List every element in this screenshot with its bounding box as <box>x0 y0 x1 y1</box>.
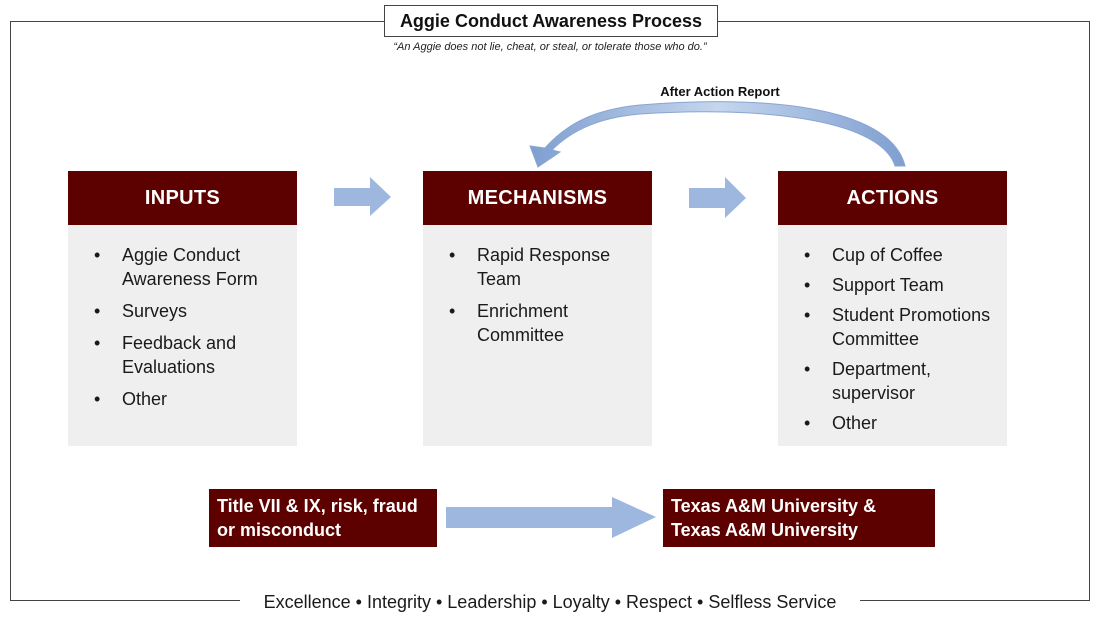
actions-list: Cup of Coffee Support Team Student Promo… <box>798 243 995 435</box>
escalation-source-box: Title VII & IX, risk, fraud or misconduc… <box>209 489 437 547</box>
list-item: Cup of Coffee <box>798 243 995 267</box>
mechanisms-list: Rapid Response Team Enrichment Committee <box>443 243 640 347</box>
actions-panel: Cup of Coffee Support Team Student Promo… <box>778 225 1007 446</box>
mechanisms-panel: Rapid Response Team Enrichment Committee <box>423 225 652 446</box>
inputs-list: Aggie Conduct Awareness Form Surveys Fee… <box>88 243 285 411</box>
list-item: Feedback and Evaluations <box>88 331 285 379</box>
list-item: Other <box>88 387 285 411</box>
list-item: Enrichment Committee <box>443 299 640 347</box>
list-item: Surveys <box>88 299 285 323</box>
list-item: Rapid Response Team <box>443 243 640 291</box>
after-action-report-label: After Action Report <box>660 84 780 99</box>
escalation-target-box: Texas A&M University & Texas A&M Univers… <box>663 489 935 564</box>
inputs-header: INPUTS <box>68 171 297 225</box>
list-item: Aggie Conduct Awareness Form <box>88 243 285 291</box>
actions-header: ACTIONS <box>778 171 1007 225</box>
list-item: Department, supervisor <box>798 357 995 405</box>
list-item: Other <box>798 411 995 435</box>
mechanisms-header: MECHANISMS <box>423 171 652 225</box>
list-item: Support Team <box>798 273 995 297</box>
diagram-title: Aggie Conduct Awareness Process <box>384 5 718 37</box>
core-values-line: Excellence • Integrity • Leadership • Lo… <box>240 590 860 614</box>
aggie-code-motto: “An Aggie does not lie, cheat, or steal,… <box>393 41 707 53</box>
inputs-panel: Aggie Conduct Awareness Form Surveys Fee… <box>68 225 297 446</box>
list-item: Student Promotions Committee <box>798 303 995 351</box>
